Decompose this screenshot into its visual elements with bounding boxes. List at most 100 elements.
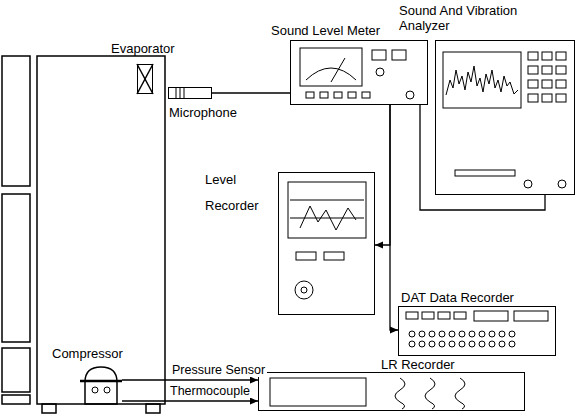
level-recorder-detail	[288, 182, 366, 299]
level-recorder-detail-part	[324, 252, 344, 260]
refrigerator-part	[2, 348, 30, 392]
analyzer-detail-part	[542, 66, 552, 74]
dat-recorder-detail-part	[429, 341, 435, 347]
analyzer-detail	[443, 52, 566, 188]
node-label: DAT Data Recorder	[401, 290, 514, 305]
compressor-outline-part	[104, 387, 110, 393]
dat-recorder-detail-part	[509, 331, 515, 337]
dat-recorder-detail-part	[474, 311, 508, 321]
refrigerator-part	[2, 395, 30, 404]
dat-recorder-detail-part	[409, 341, 415, 347]
wire-label: Pressure Sensor	[170, 363, 267, 377]
lr-recorder-detail-part	[425, 378, 435, 409]
analyzer-detail-part	[446, 66, 518, 95]
compressor-symbol: Compressor	[80, 364, 122, 406]
lr-recorder-detail	[270, 378, 465, 409]
analyzer-detail-part	[542, 80, 552, 88]
sound-level-meter-detail-part	[306, 68, 356, 80]
dat-recorder-detail	[406, 311, 548, 347]
compressor-outline-part	[85, 367, 117, 404]
microphone-detail	[176, 87, 184, 99]
lr-recorder-detail-part	[395, 378, 405, 409]
lr-recorder-detail-part	[270, 378, 366, 406]
level-recorder-detail-part	[288, 182, 366, 238]
refrigerator-part	[2, 56, 30, 186]
level-recorder-detail-part	[296, 252, 316, 260]
dat-recorder-detail-part	[459, 331, 465, 337]
signal-wire	[390, 105, 398, 330]
sound-level-meter-detail-part	[331, 58, 345, 82]
evaporator-box: Evaporator	[137, 64, 153, 94]
signal-wire	[122, 379, 258, 380]
level-recorder-detail-part	[301, 287, 307, 293]
lr-recorder-detail-part	[455, 378, 465, 409]
microphone-symbol: Microphone	[168, 87, 212, 99]
sound-level-meter-detail	[300, 48, 414, 99]
refrigerator-part	[2, 194, 30, 342]
sound-level-meter-detail-part	[320, 92, 328, 98]
dat-recorder-detail-part	[419, 341, 425, 347]
node-label: Sound Level Meter	[271, 23, 380, 38]
sound-level-meter-detail-part	[392, 50, 406, 60]
sound-level-meter-box: Sound Level Meter	[290, 40, 428, 105]
analyzer-detail-part	[558, 180, 566, 188]
refrigerator-part	[42, 404, 56, 413]
node-label: Level Recorder	[205, 167, 271, 219]
microphone-detail-part	[180, 87, 181, 99]
dat-recorder-detail-part	[409, 331, 415, 337]
analyzer-detail-part	[528, 94, 538, 102]
sound-level-meter-detail-part	[362, 92, 370, 98]
dat-recorder-detail-part	[489, 331, 495, 337]
dat-recorder-detail-part	[469, 331, 475, 337]
analyzer-box: Sound And Vibration Analyzer	[435, 40, 575, 195]
analyzer-detail-part	[528, 52, 538, 60]
node-label: Microphone	[169, 105, 237, 120]
lr-recorder-box: LR Recorder	[258, 372, 525, 411]
dat-recorder-detail-part	[514, 311, 548, 321]
refrigerator-part	[37, 56, 165, 404]
refrigerator-part	[137, 64, 153, 94]
dat-recorder-detail-part	[499, 341, 505, 347]
arrow-head-end	[375, 242, 383, 249]
dat-recorder-detail-part	[479, 331, 485, 337]
node-label: Evaporator	[111, 41, 175, 56]
wire-label: Thermocouple	[168, 384, 252, 398]
dat-recorder-detail-part	[469, 341, 475, 347]
analyzer-detail-part	[556, 52, 566, 60]
sound-level-meter-detail-part	[306, 92, 314, 98]
sound-level-meter-detail-part	[348, 92, 356, 98]
dat-recorder-detail-part	[439, 341, 445, 347]
dat-recorder-detail-part	[449, 331, 455, 337]
node-label: Sound And Vibration Analyzer	[399, 3, 549, 33]
sound-level-meter-detail-part	[376, 68, 384, 76]
dat-recorder-detail-part	[438, 312, 450, 319]
level-recorder-detail-part	[290, 200, 364, 201]
analyzer-detail-part	[542, 52, 552, 60]
microphone-detail-part	[176, 87, 177, 99]
compressor-outline-part	[80, 380, 122, 383]
dat-recorder-detail-part	[449, 341, 455, 347]
analyzer-detail-part	[556, 94, 566, 102]
dat-recorder-detail-part	[459, 341, 465, 347]
signal-wire	[375, 105, 390, 245]
refrigerator	[2, 56, 165, 413]
sound-level-meter-detail-part	[406, 91, 414, 99]
level-recorder-detail-part	[290, 218, 364, 219]
signal-wire	[212, 92, 290, 93]
analyzer-detail-part	[528, 66, 538, 74]
sound-level-meter-detail-part	[334, 92, 342, 98]
sound-level-meter-detail-part	[300, 48, 362, 86]
level-recorder-detail-part	[300, 206, 356, 230]
dat-recorder-detail-part	[479, 341, 485, 347]
dat-recorder-detail-part	[499, 331, 505, 337]
refrigerator-part	[137, 64, 153, 94]
compressor-outline-part	[92, 387, 98, 393]
dat-recorder-detail-part	[439, 331, 445, 337]
analyzer-detail-part	[524, 180, 532, 188]
arrow-head-end	[390, 327, 398, 334]
signal-wire	[122, 400, 258, 401]
dat-recorder-detail-part	[429, 331, 435, 337]
analyzer-detail-part	[542, 94, 552, 102]
dat-recorder-detail-part	[489, 341, 495, 347]
